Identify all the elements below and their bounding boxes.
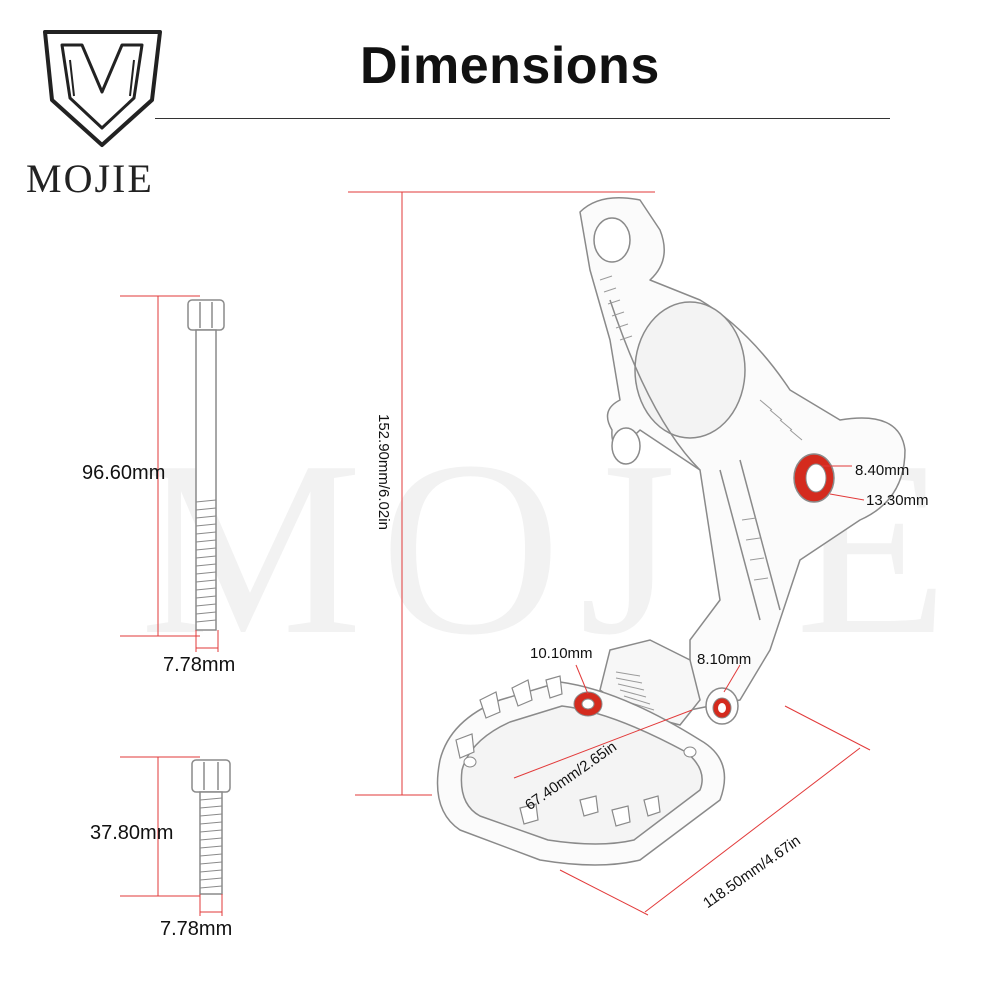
- long-bolt-dimension-lines: [120, 295, 219, 652]
- short-bolt-drawing: [191, 759, 231, 895]
- pad-left-hole: [573, 691, 603, 717]
- upper-hole-inner-label: 8.40mm: [855, 462, 910, 479]
- title-divider: [155, 118, 890, 119]
- upper-mount-hole: [793, 453, 835, 503]
- left-hole-label: 10.10mm: [530, 645, 593, 662]
- right-hole-label: 8.10mm: [697, 651, 752, 668]
- footpeg-bracket-drawing: [579, 197, 906, 711]
- foot-pad-drawing: [436, 681, 726, 866]
- long-bolt-drawing: [187, 299, 225, 631]
- short-bolt-length-label: 37.80mm: [90, 822, 174, 844]
- pivot-right-hole: [705, 687, 739, 725]
- mojie-logo-icon: [43, 30, 162, 147]
- pad-corner-holes: [463, 746, 697, 768]
- long-bolt-length-label: 96.60mm: [82, 462, 166, 484]
- footpeg-height-label: 152.90mm/6.02in: [375, 414, 392, 530]
- upper-hole-outer-label: 13.30mm: [866, 492, 929, 509]
- foot-pad-teeth: [455, 675, 661, 827]
- page-title: Dimensions: [360, 37, 660, 95]
- footpeg-dimension-lines: [348, 191, 871, 916]
- footpeg-ribbing: [599, 275, 803, 581]
- short-bolt-diameter-label: 7.78mm: [160, 918, 233, 940]
- long-bolt-thread: [195, 499, 217, 623]
- long-bolt-diameter-label: 7.78mm: [163, 654, 236, 676]
- short-bolt-dimension-lines: [120, 756, 223, 916]
- brand-name: MOJIE: [26, 156, 154, 201]
- short-bolt-thread: [199, 797, 223, 889]
